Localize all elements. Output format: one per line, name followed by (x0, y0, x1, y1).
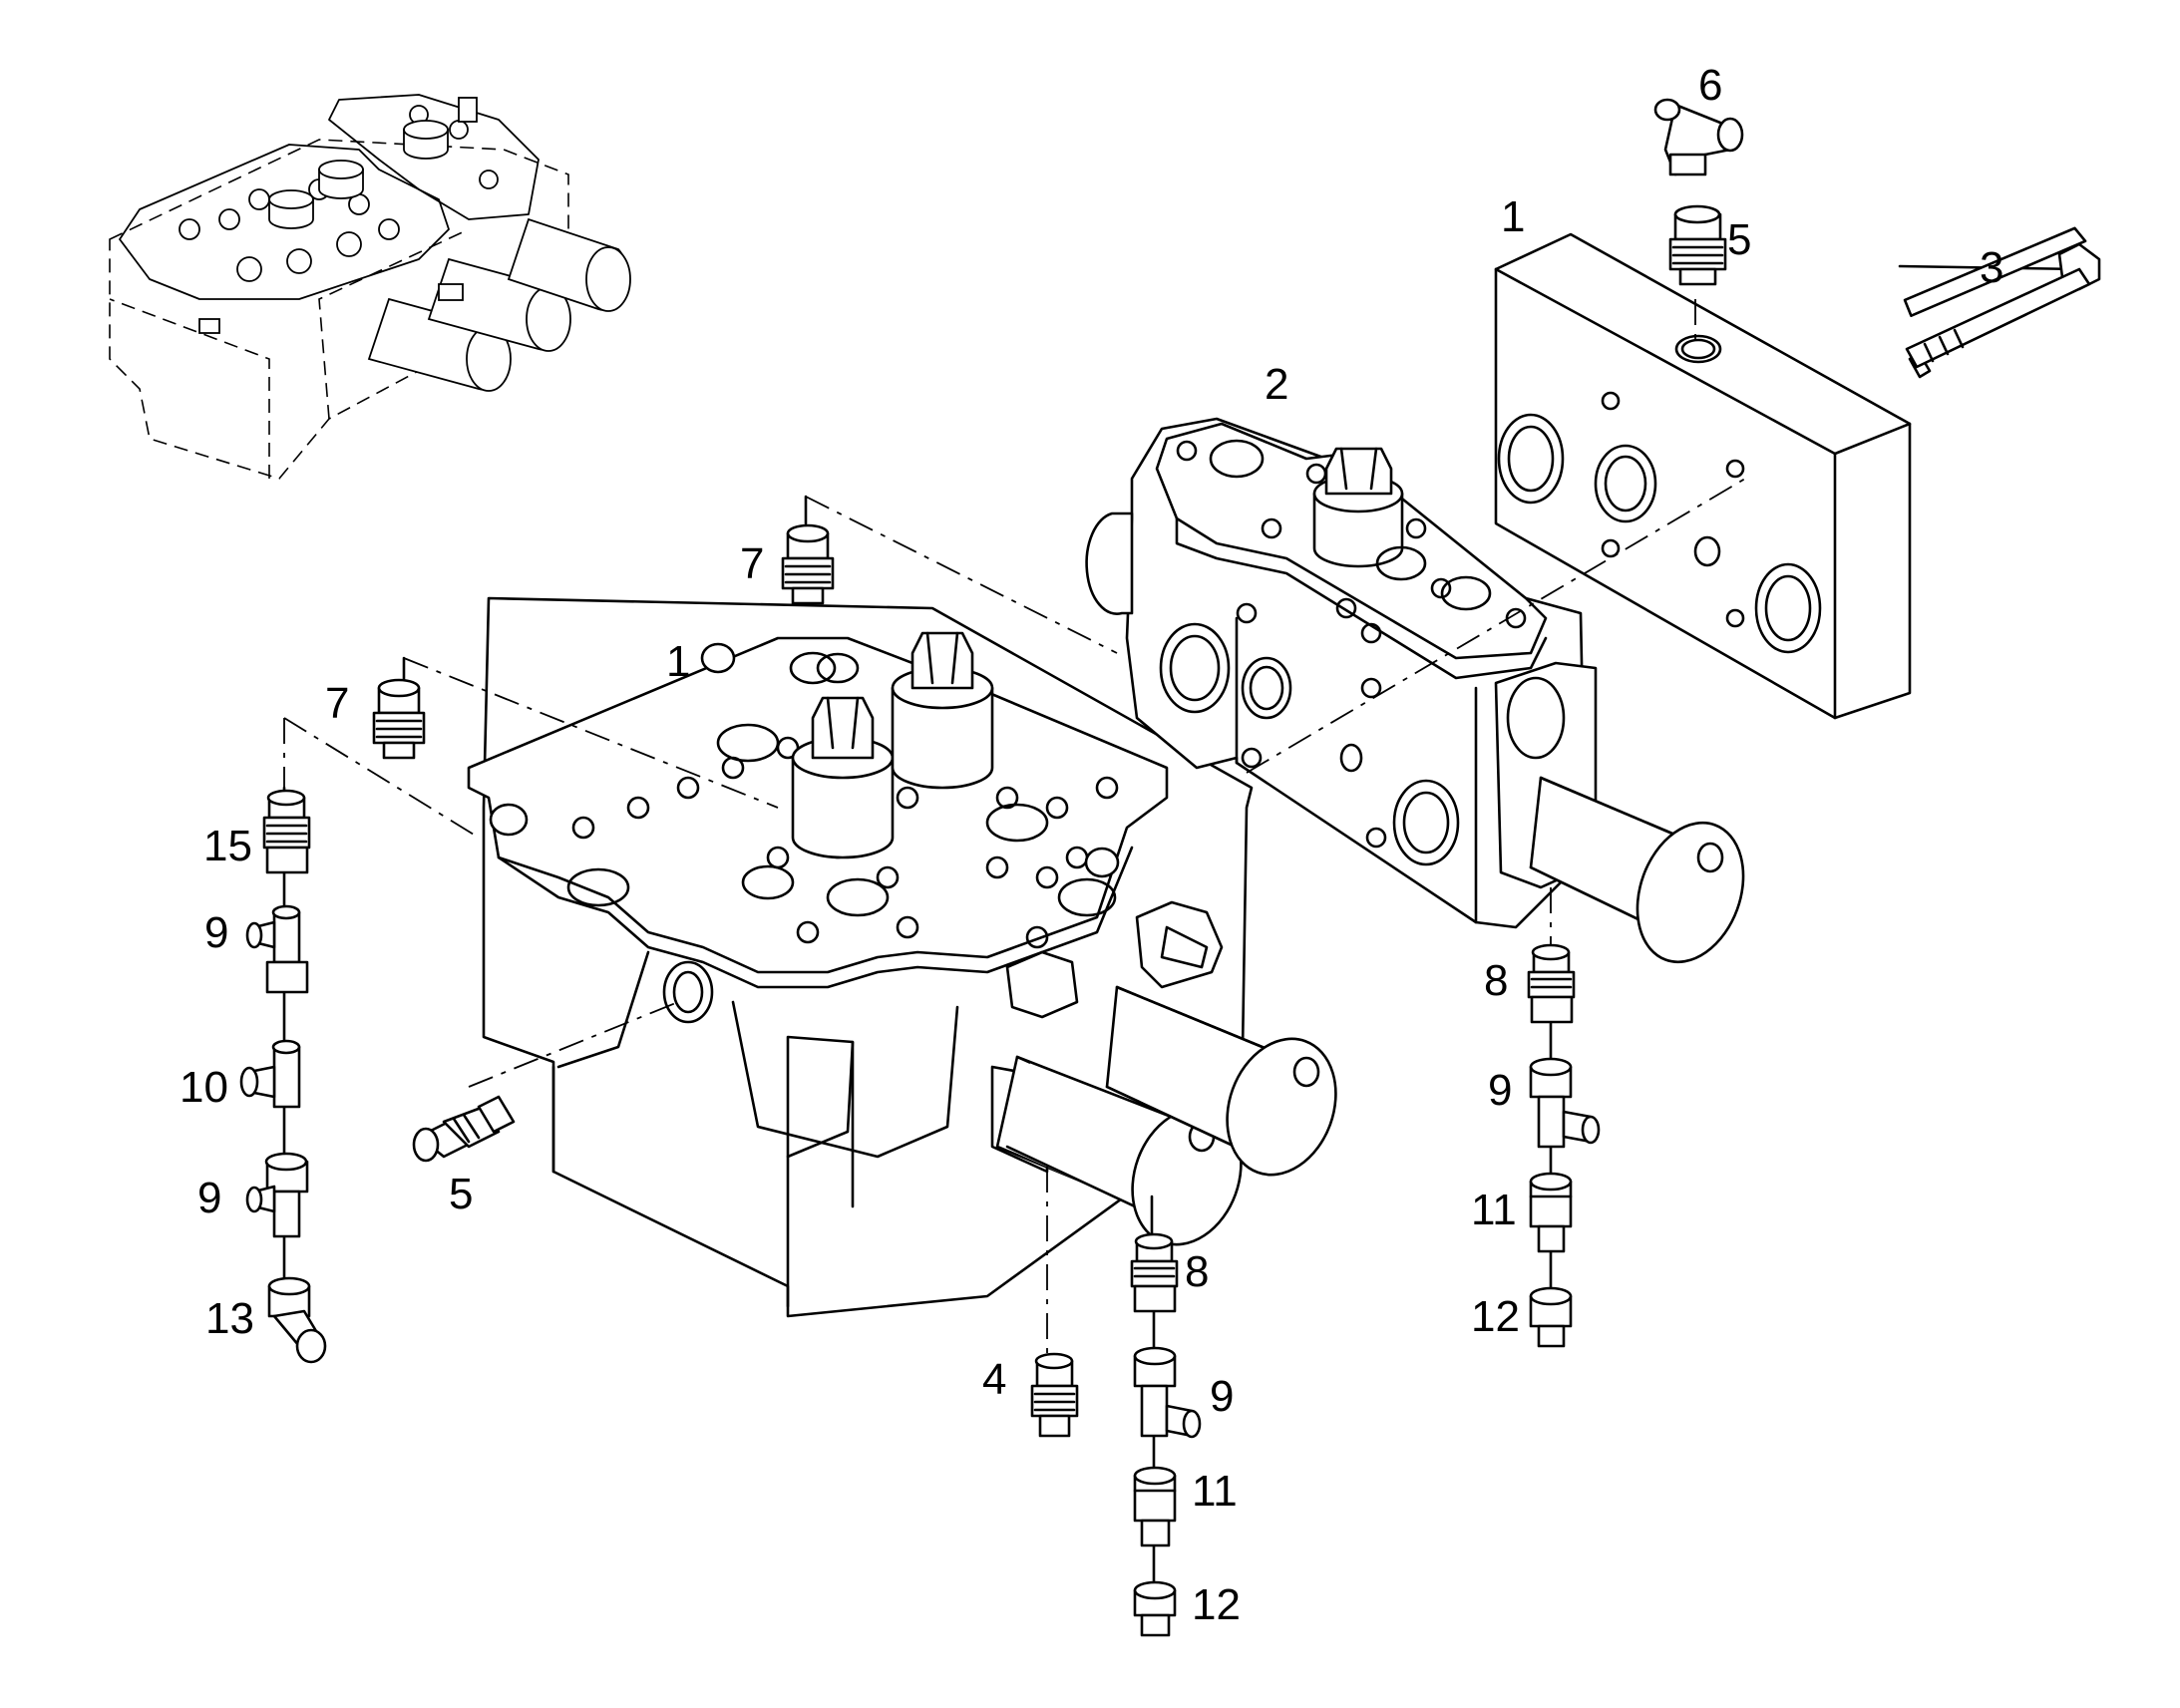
main-valve-block (467, 596, 1337, 1318)
fitting-7-upper (781, 523, 835, 605)
callout-1: 1 (666, 637, 690, 686)
fitting-5-upper (1668, 204, 1727, 286)
callout-11: 11 (1192, 1467, 1238, 1516)
callout-12: 12 (1471, 1292, 1520, 1341)
callout-3: 3 (1980, 243, 2003, 292)
callout-7: 7 (740, 539, 764, 588)
callout-6: 6 (1698, 61, 1722, 110)
callout-12: 12 (1192, 1580, 1241, 1629)
left-fitting-stack (239, 786, 327, 1364)
callout-8: 8 (1484, 956, 1508, 1005)
callout-15: 15 (203, 822, 252, 870)
elbow-6 (1653, 98, 1744, 176)
callout-labels: 1 1 2 3 4 5 5 6 7 7 8 8 9 9 9 9 10 11 11… (180, 61, 2003, 1629)
callout-1: 1 (1501, 192, 1525, 241)
center-fitting-stack (1130, 1232, 1202, 1637)
callout-13: 13 (205, 1294, 254, 1343)
callout-4: 4 (982, 1355, 1006, 1404)
overview-thumbnail (109, 94, 631, 480)
top-plug-left (791, 696, 895, 859)
bolt-3 (1898, 226, 2101, 379)
callout-9: 9 (1488, 1066, 1512, 1115)
callout-5: 5 (1727, 215, 1751, 264)
right-fitting-stack (1527, 943, 1601, 1348)
fitting-7-lower (372, 678, 426, 760)
callout-9: 9 (204, 908, 228, 957)
fitting-5-lower (412, 1095, 516, 1163)
solenoid-rear (1105, 900, 1337, 1177)
callout-9: 9 (1210, 1372, 1234, 1421)
top-plug-right (891, 631, 994, 790)
callout-5: 5 (449, 1170, 473, 1218)
fitting-4 (1030, 1352, 1079, 1438)
callout-10: 10 (180, 1063, 228, 1112)
callout-9: 9 (197, 1174, 221, 1222)
callout-2: 2 (1265, 360, 1288, 409)
callout-11: 11 (1471, 1186, 1517, 1234)
end-plate (1494, 232, 1912, 720)
callout-8: 8 (1185, 1247, 1209, 1296)
valve-section (1085, 417, 1745, 964)
callout-7: 7 (325, 679, 349, 728)
assembly-centerlines (283, 299, 1746, 1356)
